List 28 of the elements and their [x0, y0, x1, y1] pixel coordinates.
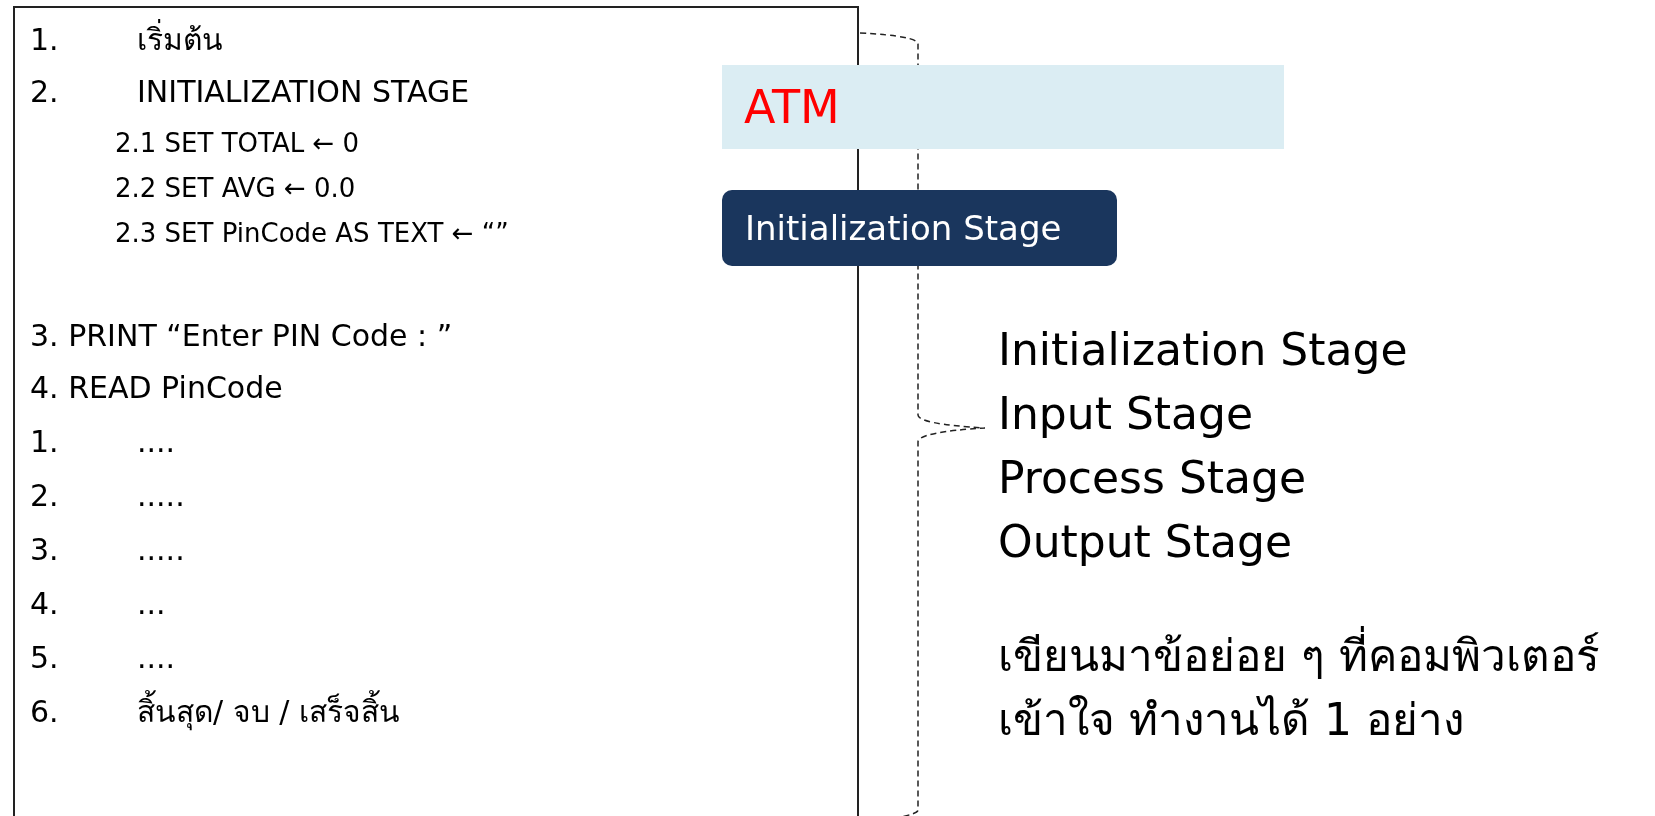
step-number: 4.	[30, 586, 59, 622]
step-text: ....	[137, 424, 176, 460]
stage-name: Initialization Stage	[998, 323, 1408, 377]
stage-name: Input Stage	[998, 387, 1255, 441]
step-text: .....	[137, 478, 185, 514]
step-text: ....	[137, 640, 176, 676]
step-text: 4. READ PinCode	[30, 370, 283, 406]
sub-step-text: 2.1 SET TOTAL ← 0	[115, 127, 360, 160]
step-number: 2.	[30, 478, 59, 514]
step-text: INITIALIZATION STAGE	[137, 74, 470, 110]
stage-box	[722, 190, 1117, 266]
step-number: 3.	[30, 532, 59, 568]
step-text: .....	[137, 532, 185, 568]
stage-title: Initialization Stage	[745, 211, 1062, 245]
band-title: ATM	[744, 84, 840, 130]
step-number: 1.	[30, 22, 59, 58]
note-text: เขียนมาข้อย่อย ๆ ที่คอมพิวเตอร์เข้าใจ ทำงานได้ 1 อย่าง	[998, 624, 1648, 752]
step-text: 3. PRINT “Enter PIN Code : ”	[30, 318, 453, 354]
sub-step-text: 2.2 SET AVG ← 0.0	[115, 172, 356, 205]
sub-step-text: 2.3 SET PinCode AS TEXT ← “”	[115, 217, 509, 250]
step-text: ...	[137, 586, 166, 622]
stage-name: Output Stage	[998, 515, 1293, 569]
title-band	[722, 65, 1284, 149]
stage-name: Process Stage	[998, 451, 1308, 505]
step-number: 1.	[30, 424, 59, 460]
step-number: 6.	[30, 694, 59, 730]
step-number: 5.	[30, 640, 59, 676]
step-number: 2.	[30, 74, 59, 110]
